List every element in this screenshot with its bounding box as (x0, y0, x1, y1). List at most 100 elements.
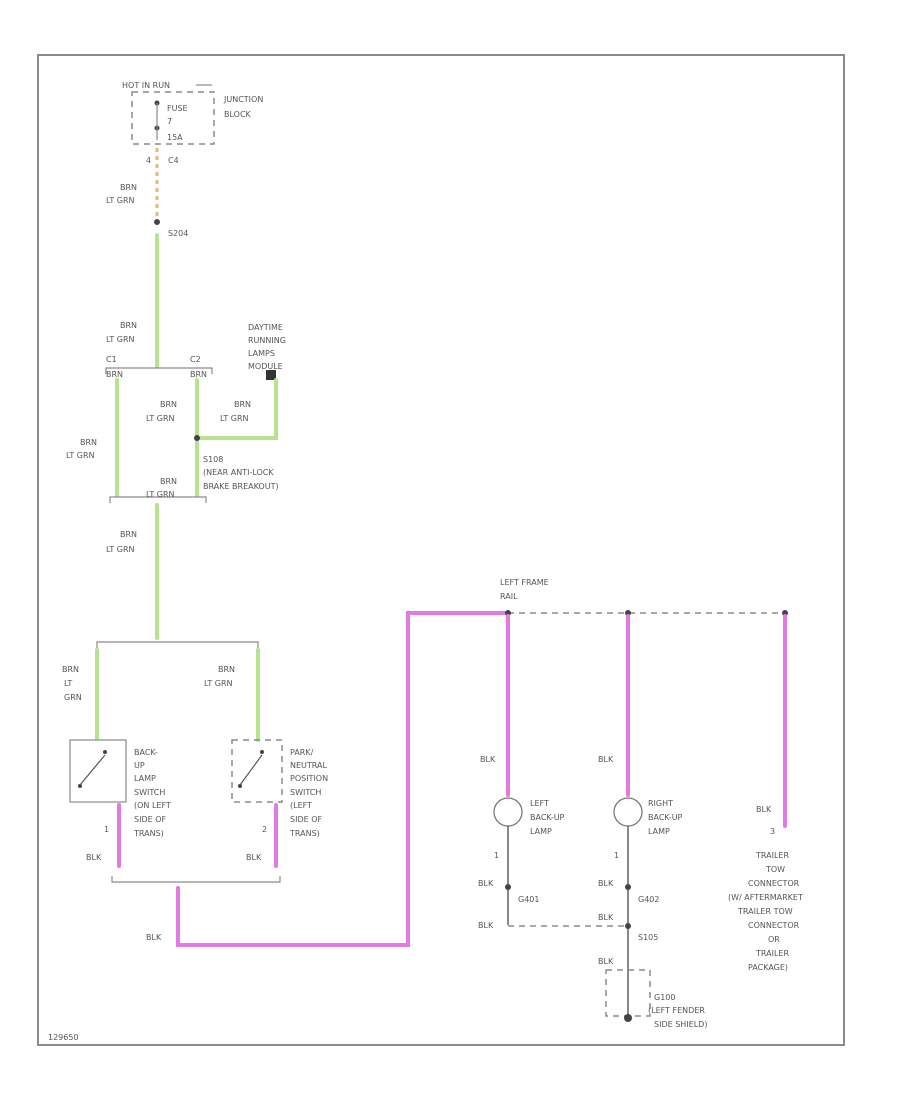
left-lamp-label-1: LEFT (530, 799, 549, 808)
pn-switch-label-5: (LEFT (290, 801, 312, 810)
frame-rail-label-2: RAIL (500, 592, 518, 601)
drl-label-2: RUNNING (248, 336, 286, 345)
connector-c1-label: C1 (106, 355, 117, 364)
backup-switch-label-5: (ON LEFT (134, 801, 171, 810)
backup-switch-label-3: LAMP (134, 774, 156, 783)
lower-connector (109, 496, 207, 503)
wire-label-grn-10: GRN (64, 693, 82, 702)
wire-label-blk-1: BLK (86, 853, 102, 862)
wire-label-blk-8: BLK (598, 879, 614, 888)
splice-s108: S108 (203, 455, 223, 464)
wire-label-blk-4: BLK (480, 755, 496, 764)
wire-label-brn-8: BRN (160, 477, 177, 486)
trailer-label-2: TOW (765, 865, 785, 874)
footer-code: 129650 (48, 1033, 79, 1042)
pn-switch-pin-2: 2 (262, 825, 267, 834)
backup-switch-label-4: SWITCH (134, 788, 165, 797)
hot-in-run-label: HOT IN RUN (122, 81, 170, 90)
wire-label-brn-11: BRN (218, 665, 235, 674)
pn-switch-label-7: TRANS) (289, 829, 320, 838)
park-neutral-switch: PARK/ NEUTRAL POSITION SWITCH (LEFT SIDE… (231, 739, 328, 838)
left-backup-lamp: LEFT BACK-UP LAMP (493, 797, 565, 836)
trailer-label-1: TRAILER (755, 851, 789, 860)
wire-label-brn-2: BRN (120, 321, 137, 330)
wire-label-ltgrn-2: LT GRN (106, 335, 135, 344)
wire-label-brn-1: BRN (120, 183, 137, 192)
connector-c4: C4 (168, 156, 179, 165)
right-lamp-label-3: LAMP (648, 827, 670, 836)
wire-label-blk-10: BLK (598, 957, 614, 966)
pn-switch-label-1: PARK/ (290, 748, 314, 757)
wire-label-blk-2: BLK (246, 853, 262, 862)
pn-switch-label-6: SIDE OF (290, 815, 322, 824)
connector-c1-c2: C1 C2 BRN BRN (105, 355, 213, 379)
pn-switch-label-4: SWITCH (290, 788, 321, 797)
wire-label-brn-5: BRN (80, 438, 97, 447)
left-lamp-pin-1: 1 (494, 851, 499, 860)
connector-c2-label: C2 (190, 355, 201, 364)
ground-g100-loc-1: (LEFT FENDER (648, 1006, 705, 1015)
wire-label-brn-10: BRN (62, 665, 79, 674)
wire-label-blk-3: BLK (146, 933, 162, 942)
junction-block-label-1: JUNCTION (223, 95, 263, 104)
trailer-label-9: PACKAGE) (748, 963, 788, 972)
splice-s108-loc-1: (NEAR ANTI-LOCK (203, 468, 274, 477)
trailer-label-8: TRAILER (755, 949, 789, 958)
wire-label-ltgrn-9: LT GRN (106, 545, 135, 554)
backup-switch-label-6: SIDE OF (134, 815, 166, 824)
connector-pin-4: 4 (146, 156, 151, 165)
junction-block: HOT IN RUN FUSE 7 15A JUNCTION BLOCK (122, 81, 263, 145)
pn-switch-label-3: POSITION (290, 774, 328, 783)
trailer-label-6: CONNECTOR (748, 921, 800, 930)
trailer-label-4: (W/ AFTERMARKET (728, 893, 803, 902)
fuse-amps: 15A (167, 133, 183, 142)
wire-label-brn-9: BRN (120, 530, 137, 539)
wire-label-brn-3: BRN (106, 370, 123, 379)
wire-label-brn-6: BRN (160, 400, 177, 409)
trailer-label-5: TRAILER TOW (737, 907, 793, 916)
wire-label-ltgrn-8: LT GRN (146, 490, 175, 499)
fuse-number: 7 (167, 117, 172, 126)
wire-label-blk-9: BLK (598, 913, 614, 922)
ground-g100: G100 (654, 993, 675, 1002)
wire-label-ltgrn-1: LT GRN (106, 196, 135, 205)
splice-s108-loc-2: BRAKE BREAKOUT) (203, 482, 279, 491)
right-lamp-label-1: RIGHT (648, 799, 673, 808)
frame-rail-label-1: LEFT FRAME (500, 578, 549, 587)
wire-label-ltgrn-5: LT GRN (66, 451, 95, 460)
splice-s204: S204 (168, 229, 188, 238)
trailer-label-7: OR (768, 935, 780, 944)
pink-output-wire (176, 611, 510, 947)
trailer-label-3: CONNECTOR (748, 879, 800, 888)
drl-module: DAYTIME RUNNING LAMPS MODULE (248, 323, 286, 380)
wire-label-blk-11: BLK (756, 805, 772, 814)
backup-lamp-switch: BACK- UP LAMP SWITCH (ON LEFT SIDE OF TR… (69, 739, 171, 838)
left-lamp-label-3: LAMP (530, 827, 552, 836)
backup-switch-pin-1: 1 (104, 825, 109, 834)
backup-switch-label-7: TRANS) (133, 829, 164, 838)
backup-switch-out (111, 876, 281, 883)
right-lamp-pin-1: 1 (614, 851, 619, 860)
drl-label-3: LAMPS (248, 349, 275, 358)
ground-g100-loc-2: SIDE SHIELD) (654, 1020, 707, 1029)
trailer-tow-connector: TRAILER TOW CONNECTOR (W/ AFTERMARKET TR… (728, 851, 803, 972)
wire-label-ltgrn-6: LT GRN (146, 414, 175, 423)
green-drl-wire (195, 378, 278, 440)
left-lamp-label-2: BACK-UP (530, 813, 565, 822)
diagram-frame (37, 54, 845, 1046)
drl-label-4: MODULE (248, 362, 283, 371)
switch-split-bracket (96, 641, 259, 648)
wire-label-blk-5: BLK (478, 879, 494, 888)
trailer-pin-3: 3 (770, 827, 775, 836)
wire-label-blk-6: BLK (478, 921, 494, 930)
right-lamp-label-2: BACK-UP (648, 813, 683, 822)
pn-switch-label-2: NEUTRAL (290, 761, 327, 770)
splice-s105: S105 (638, 933, 658, 942)
fuse-label: FUSE (167, 104, 188, 113)
wire-label-brn-7: BRN (234, 400, 251, 409)
backup-switch-label-2: UP (134, 761, 145, 770)
ground-g401: G401 (518, 895, 539, 904)
wire-label-ltgrn-7: LT GRN (220, 414, 249, 423)
wire-label-blk-7: BLK (598, 755, 614, 764)
